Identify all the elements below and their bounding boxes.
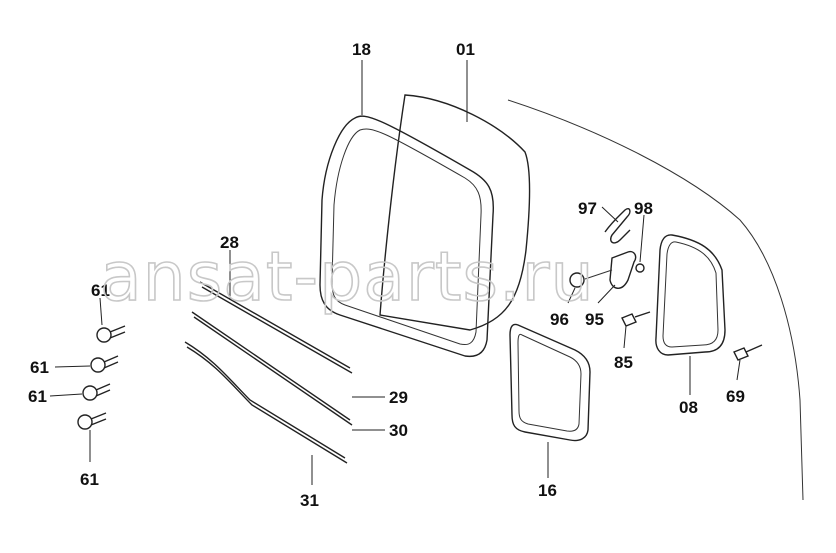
label-29: 29 xyxy=(389,388,408,407)
bolt-61-b xyxy=(90,355,119,373)
washer-98 xyxy=(635,263,645,273)
label-01: 01 xyxy=(456,40,475,59)
bolt-96-leader-line xyxy=(584,269,613,280)
label-98: 98 xyxy=(634,199,653,218)
rod-30 xyxy=(191,311,353,426)
pin-69 xyxy=(733,344,763,361)
label-61c: 61 xyxy=(28,387,47,406)
seal-frame-18-inner xyxy=(331,128,482,346)
label-28: 28 xyxy=(220,233,239,252)
label-97: 97 xyxy=(578,199,597,218)
leader-98 xyxy=(639,214,645,263)
leader-85 xyxy=(623,325,627,349)
label-85: 85 xyxy=(614,353,633,372)
rod-28-29 xyxy=(199,281,353,374)
leader-96 xyxy=(567,287,576,304)
rear-panel-01 xyxy=(379,94,531,331)
bolt-96 xyxy=(569,272,585,288)
leader-69 xyxy=(736,359,741,381)
label-61a: 61 xyxy=(91,281,110,300)
latch-spring-97 xyxy=(604,208,631,244)
pin-85 xyxy=(621,311,651,327)
bolt-61-a xyxy=(96,325,126,343)
rod-31 xyxy=(184,341,348,464)
leader-61b xyxy=(54,365,91,368)
cab-outline xyxy=(507,99,804,501)
leader-61c xyxy=(49,393,83,397)
side-window-08 xyxy=(655,234,726,356)
side-window-08-inner xyxy=(662,241,719,348)
watermark-text: ansat-parts.ru xyxy=(100,238,595,317)
label-16: 16 xyxy=(538,481,557,500)
bolt-61-d xyxy=(77,412,107,430)
window-frame-16 xyxy=(509,323,591,442)
seal-frame-18 xyxy=(319,115,495,358)
window-frame-16-inner xyxy=(517,333,582,432)
latch-bracket-95 xyxy=(609,250,637,289)
label-96: 96 xyxy=(550,310,569,329)
label-69: 69 xyxy=(726,387,745,406)
bolt-61-c xyxy=(82,383,111,401)
label-31: 31 xyxy=(300,491,319,510)
leader-97 xyxy=(601,206,619,223)
label-61b: 61 xyxy=(30,358,49,377)
label-08: 08 xyxy=(679,398,698,417)
leader-95 xyxy=(597,284,616,304)
label-30: 30 xyxy=(389,421,408,440)
label-18: 18 xyxy=(352,40,371,59)
label-61d: 61 xyxy=(80,470,99,489)
label-95: 95 xyxy=(585,310,604,329)
leader-61a xyxy=(99,297,103,326)
